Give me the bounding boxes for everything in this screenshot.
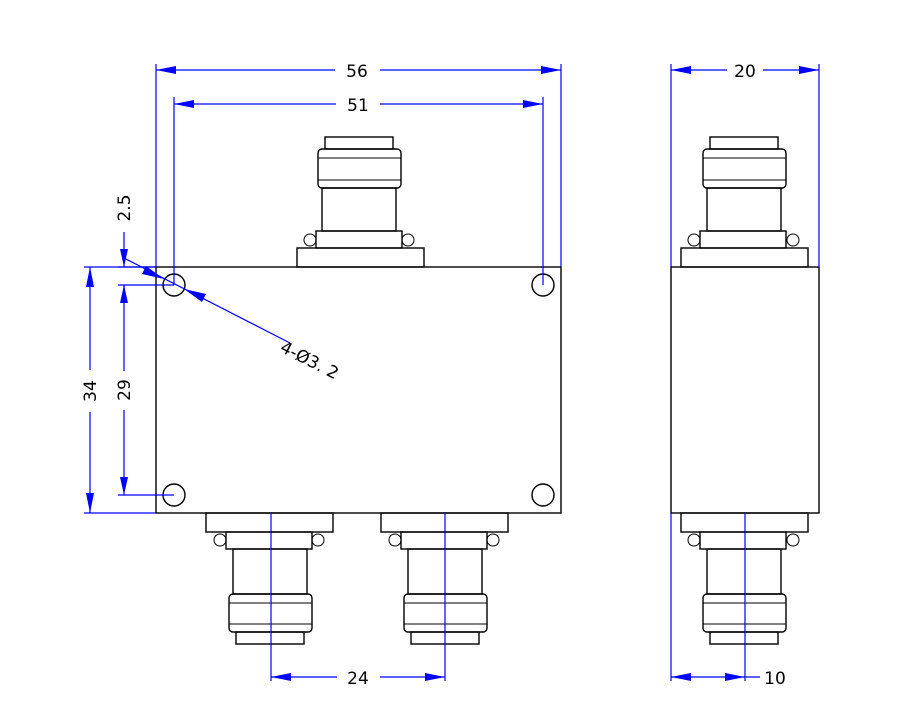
dimension-hole-offset: 2.5 [115,194,156,300]
hole-callout-label: 4-Ø3. 2 [277,338,342,384]
front-body [155,266,562,514]
dimension-overall-height-label: 34 [81,380,101,402]
dimension-overall-width-label: 56 [346,62,368,82]
input-connector-top [296,136,425,268]
dimension-overall-width: 56 [155,62,562,267]
dimension-connector-spacing: 24 [270,513,446,689]
output-connector-left [205,512,334,645]
dimension-overall-height: 34 [81,266,156,514]
dimension-hole-spacing-x: 51 [173,96,544,285]
dimension-connector-spacing-label: 24 [347,669,369,689]
dimension-body-depth: 20 [670,62,820,267]
front-view [155,136,562,645]
side-body [670,266,820,514]
dimension-hole-spacing-x-label: 51 [347,96,369,116]
dimension-connector-offset: 10 [670,513,786,689]
dimension-body-depth-label: 20 [734,62,756,82]
dimension-hole-spacing-y-label: 29 [115,379,135,401]
mounting-hole-bottom-right [531,483,555,507]
side-connector-top [680,136,809,268]
dimension-hole-spacing-y: 29 [115,284,174,496]
dimension-hole-offset-label: 2.5 [115,194,135,221]
dimension-connector-offset-label: 10 [764,669,786,689]
